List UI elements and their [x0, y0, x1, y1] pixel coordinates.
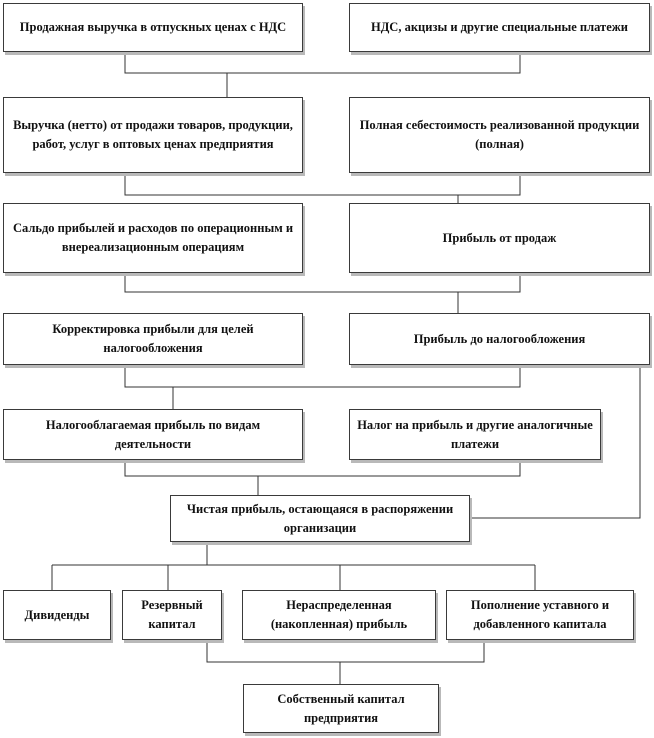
vat-excise-box: НДС, акцизы и другие специальные платежи	[349, 3, 650, 52]
reserve-capital-box: Резервный капитал	[122, 590, 222, 640]
reserve-capital-label: Резервный капитал	[141, 598, 203, 631]
taxable-profit-box: Налогооблагаемая прибыль по видам деятел…	[3, 409, 303, 460]
connector-to-equity	[206, 640, 485, 663]
taxable-profit-label: Налогооблагаемая прибыль по видам деятел…	[45, 417, 261, 451]
connector-row5-net	[124, 460, 521, 477]
gross-revenue-box: Продажная выручка в отпускных ценах с НД…	[3, 3, 303, 52]
retained-earnings-box: Нераспределенная (накопленная) прибыль	[242, 590, 436, 640]
gross-revenue-label: Продажная выручка в отпускных ценах с НД…	[19, 20, 287, 34]
net-profit-box: Чистая прибыль, остающаяся в распоряжени…	[170, 495, 470, 542]
equity-label: Собственный капитал предприятия	[277, 691, 405, 725]
sales-profit-label: Прибыль от продаж	[442, 230, 557, 245]
vat-excise-label: НДС, акцизы и другие специальные платежи	[370, 20, 629, 34]
connector-row3-row4	[124, 273, 521, 293]
connector-row1-row2	[124, 52, 521, 74]
net-profit-label: Чистая прибыль, остающаяся в распоряжени…	[186, 501, 454, 535]
connector-row4-row5	[124, 365, 521, 388]
equity-box: Собственный капитал предприятия	[243, 684, 439, 733]
profit-adjustment-box: Корректировка прибыли для целей налогооб…	[3, 313, 303, 365]
connector-row2-row3	[124, 173, 521, 196]
pretax-profit-label: Прибыль до налогообложения	[413, 331, 586, 346]
full-cost-label: Полная себестоимость реализованной проду…	[359, 118, 640, 151]
full-cost-box: Полная себестоимость реализованной проду…	[349, 97, 650, 173]
other-balance-label: Сальдо прибылей и расходов по операционн…	[12, 221, 294, 254]
capital-increase-box: Пополнение уставного и добавленного капи…	[446, 590, 634, 640]
profit-tax-box: Налог на прибыль и другие аналогичные пл…	[349, 409, 601, 460]
net-revenue-label: Выручка (нетто) от продажи товаров, прод…	[13, 118, 293, 151]
retained-earnings-label: Нераспределенная (накопленная) прибыль	[270, 598, 408, 631]
net-revenue-box: Выручка (нетто) от продажи товаров, прод…	[3, 97, 303, 173]
profit-adjustment-label: Корректировка прибыли для целей налогооб…	[52, 322, 254, 355]
capital-increase-label: Пополнение уставного и добавленного капи…	[470, 598, 610, 631]
dividends-box: Дивиденды	[3, 590, 111, 640]
pretax-profit-box: Прибыль до налогообложения	[349, 313, 650, 365]
other-balance-box: Сальдо прибылей и расходов по операционн…	[3, 203, 303, 273]
sales-profit-box: Прибыль от продаж	[349, 203, 650, 273]
dividends-label: Дивиденды	[24, 607, 90, 622]
profit-tax-label: Налог на прибыль и другие аналогичные пл…	[357, 417, 593, 451]
